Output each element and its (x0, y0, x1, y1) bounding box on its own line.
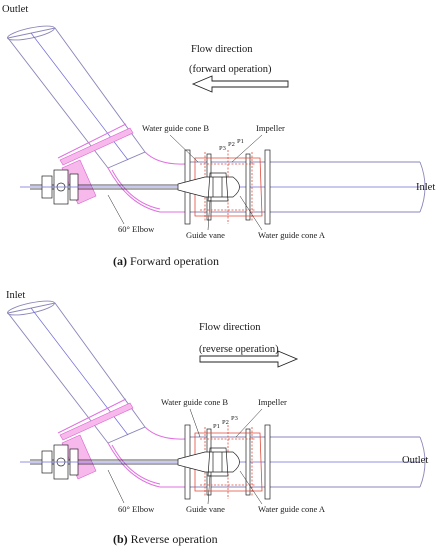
label-impeller: Impeller (258, 397, 287, 407)
flow-arrow-left (191, 75, 289, 93)
label-elbow: 60° Elbow (118, 504, 155, 514)
label-guide-vane: Guide vane (186, 504, 225, 514)
label-p1: P1 (237, 138, 244, 145)
label-guide-vane: Guide vane (186, 230, 225, 240)
caption-a: (a) Forward operation (113, 254, 219, 268)
panel-a: Outlet Inlet Flow direction (forward ope… (2, 4, 435, 268)
label-elbow: 60° Elbow (118, 224, 155, 234)
label-p3: P3 (219, 145, 226, 152)
flow-direction-sub: (forward operation) (189, 64, 272, 75)
panel-b: Inlet Outlet Flow direction (reverse ope… (5, 290, 428, 546)
caption-b: (b) Reverse operation (113, 532, 218, 546)
flow-arrow-right (199, 350, 299, 368)
label-cone-a: Water guide cone A (258, 230, 326, 240)
end-label-left: Inlet (6, 290, 25, 301)
end-label-left: Outlet (2, 4, 28, 15)
label-p2: P2 (222, 419, 229, 426)
end-label-right: Outlet (402, 455, 428, 466)
flow-direction-title: Flow direction (191, 44, 253, 55)
label-impeller: Impeller (256, 123, 285, 133)
label-p2: P2 (228, 141, 235, 148)
end-label-right: Inlet (416, 182, 435, 193)
label-p3: P3 (231, 415, 238, 422)
label-cone-b: Water guide cone B (161, 397, 228, 407)
label-cone-a: Water guide cone A (258, 504, 326, 514)
label-cone-b: Water guide cone B (142, 123, 209, 133)
flow-direction-title: Flow direction (199, 322, 261, 333)
label-p1: P1 (213, 423, 220, 430)
flow-direction-sub: (reverse operation) (199, 344, 279, 355)
